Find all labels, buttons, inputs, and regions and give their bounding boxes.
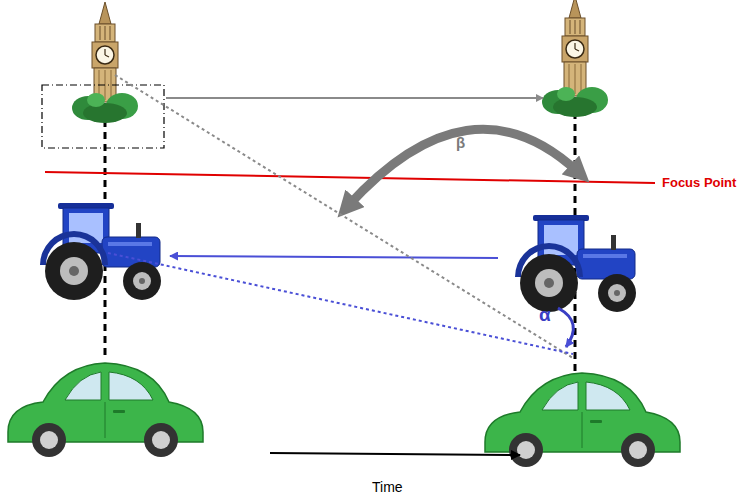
- alpha-arc: [558, 308, 573, 347]
- focus-line: [45, 172, 655, 183]
- sight-line-dotted: [108, 253, 573, 354]
- car-figure: [485, 373, 680, 467]
- axis-label: Time: [372, 479, 403, 495]
- angle-label: α: [539, 304, 551, 326]
- car-figure: [8, 363, 203, 457]
- angle-label: β: [456, 134, 465, 151]
- tower-figure: [72, 2, 138, 123]
- sight-line-dotted: [115, 75, 573, 358]
- motion-arrow: [166, 97, 543, 99]
- tractor-figure: [515, 215, 636, 312]
- beta-arc: [348, 129, 578, 206]
- tractor-figure: [40, 203, 161, 300]
- motion-arrow: [170, 256, 498, 258]
- time-arrow: [270, 453, 520, 455]
- focus-label: Focus Point: [662, 176, 736, 191]
- tower-figure: [542, 0, 608, 117]
